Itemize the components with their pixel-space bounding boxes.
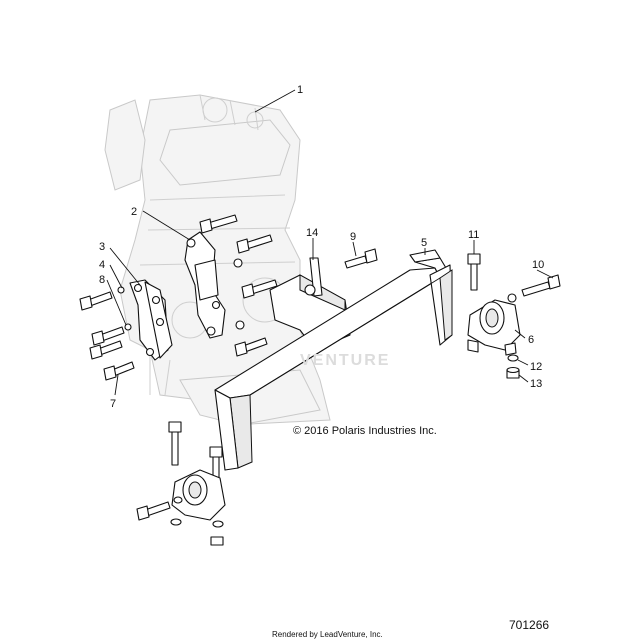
bolt-set-left — [79, 291, 135, 381]
copyright-notice: © 2016 Polaris Industries Inc. — [293, 425, 437, 437]
engine-ghost — [104, 94, 331, 426]
callout-13: 13 — [530, 378, 542, 390]
callout-11: 11 — [468, 229, 479, 241]
callout-8: 8 — [99, 274, 105, 286]
callout-2: 2 — [131, 206, 137, 218]
callout-3: 3 — [99, 241, 105, 253]
engine-mount-6 — [467, 299, 521, 356]
callout-9: 9 — [350, 231, 356, 243]
bolt-set-engine — [199, 214, 278, 357]
bolt-10 — [507, 274, 561, 303]
leader-lines — [106, 89, 554, 396]
engine-bracket-plate-2 — [184, 231, 226, 339]
bolt-9 — [344, 248, 378, 269]
engine-mount-lower — [136, 421, 226, 546]
rendered-by-credit: Rendered by LeadVenture, Inc. — [272, 630, 383, 639]
diagram-id: 701266 — [509, 618, 550, 632]
callout-6: 6 — [528, 334, 534, 346]
nut-13 — [506, 366, 520, 379]
callout-7: 7 — [110, 398, 116, 410]
callout-5: 5 — [421, 237, 427, 249]
callout-10: 10 — [532, 259, 544, 271]
link-plates-3-4 — [117, 279, 173, 361]
callout-14: 14 — [306, 227, 318, 239]
callout-12: 12 — [530, 361, 542, 373]
washer-12 — [507, 354, 519, 362]
frame-crossmember-5 — [214, 249, 453, 471]
callout-1: 1 — [297, 84, 303, 96]
watermark: VENTURE — [300, 352, 391, 369]
callout-labels: 1 2 3 4 5 6 7 8 9 10 11 12 13 14 — [99, 84, 544, 410]
callout-4: 4 — [99, 259, 105, 271]
bolt-11 — [467, 253, 481, 291]
